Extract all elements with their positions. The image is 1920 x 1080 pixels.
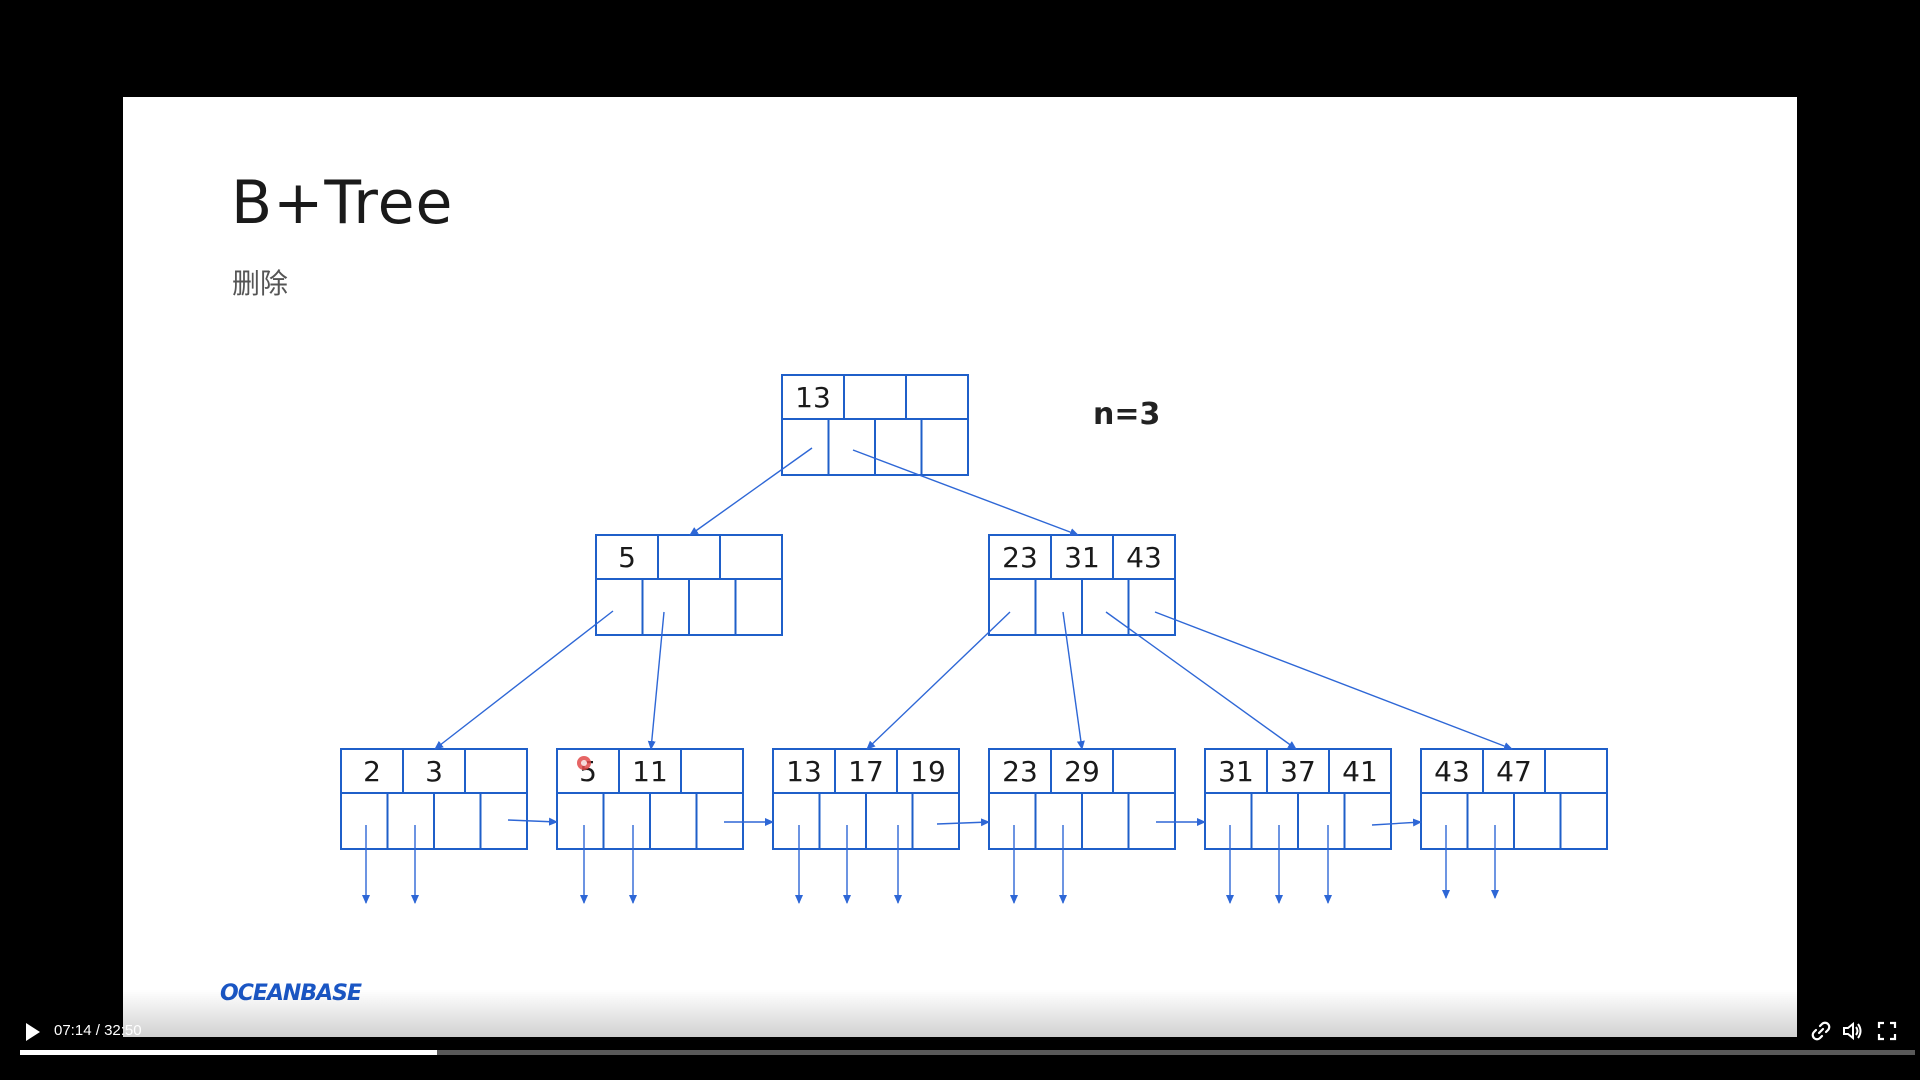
leaf-link [936,818,990,827]
node-key: 41 [1342,755,1378,788]
node-key: 11 [632,755,668,788]
node-key: 23 [1002,541,1038,574]
progress-bar[interactable] [20,1050,1915,1055]
node-key: 47 [1496,755,1532,788]
slide-subtitle: 删除 [232,267,289,300]
node-key: 13 [786,755,822,788]
node-key: 5 [618,541,636,574]
node-key: 17 [848,755,884,788]
tree-edge [866,611,1011,750]
node-key: 31 [1064,541,1100,574]
tree-edge [647,611,665,750]
oceanbase-logo: OCEANBASE [220,981,363,1006]
node-key: 23 [1002,755,1038,788]
svg-text:OCEANBASE: OCEANBASE [220,981,362,1006]
node-key: 13 [795,381,831,414]
node-key: 19 [910,755,946,788]
leaf-node: 31 37 41 [1204,748,1392,850]
video-controls: 07:14 / 32:50 [0,1010,1920,1080]
root-node: 13 [781,374,969,476]
leaf-node: 23 29 [988,748,1176,850]
leaf-node: 43 47 [1420,748,1608,850]
leaf-link [1371,818,1422,827]
duration: 32:50 [104,1022,142,1039]
current-time: 07:14 [54,1022,92,1039]
play-icon[interactable] [18,1018,46,1046]
slide-title: B+Tree [231,168,454,238]
tree-edge [434,610,614,750]
slide [123,97,1797,1037]
node-key: 3 [425,755,443,788]
time-display: 07:14 / 32:50 [54,1022,142,1039]
node-key: 29 [1064,755,1100,788]
tree-edge [689,447,813,536]
internal-node: 23 31 43 [988,534,1176,636]
tree-edge [1062,611,1085,750]
tree-edge [852,449,1079,536]
node-key: 37 [1280,755,1316,788]
player-shade [0,990,1920,1080]
tree-edge [1105,611,1297,750]
leaf-node: 13 17 19 [772,748,960,850]
node-key: 31 [1218,755,1254,788]
order-annotation: n=3 [1093,397,1160,432]
fullscreen-icon[interactable] [1874,1018,1900,1044]
progress-fill [20,1050,437,1055]
node-key: 43 [1434,755,1470,788]
internal-node: 5 [595,534,783,636]
tree-edge [1154,611,1513,750]
link-icon[interactable] [1808,1018,1834,1044]
volume-icon[interactable] [1840,1018,1866,1044]
node-key: 2 [363,755,381,788]
node-key: 43 [1126,541,1162,574]
leaf-link [507,817,558,826]
